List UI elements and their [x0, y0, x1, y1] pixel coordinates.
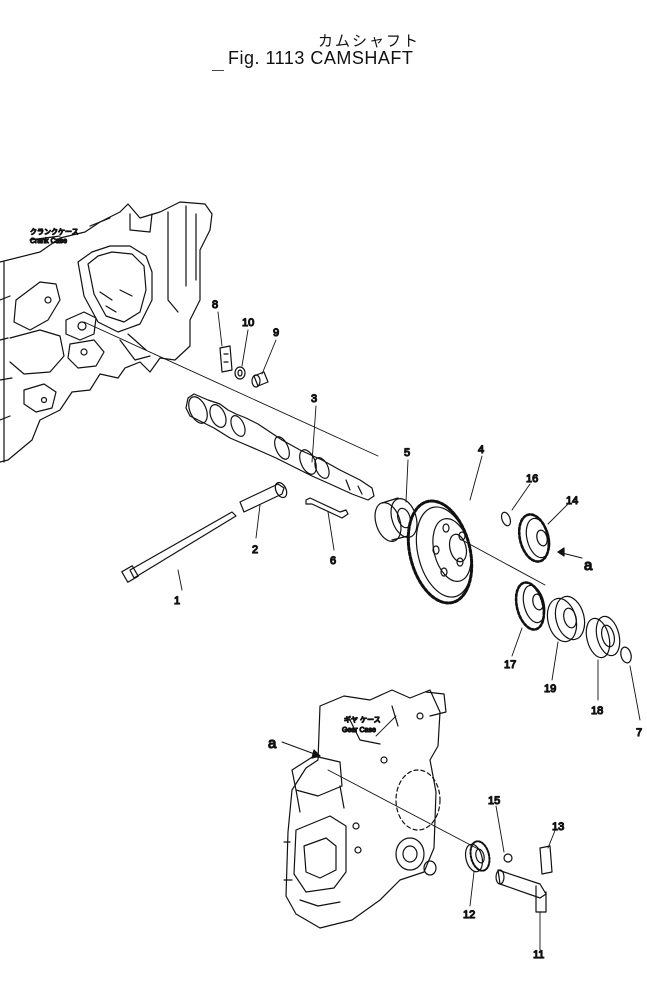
- leader-19: [551, 641, 559, 681]
- reference-arrowhead-lower: [311, 749, 321, 759]
- part-number-5: 5: [404, 447, 410, 459]
- leader-17: [511, 627, 523, 657]
- part-number-9: 9: [273, 327, 279, 339]
- gear-case-callout-leader: [375, 715, 397, 737]
- leader-3: [311, 405, 317, 463]
- reference-label-a-lower: a: [268, 735, 277, 752]
- gear-part-17: [514, 581, 546, 631]
- part-number-10: 10: [242, 317, 254, 329]
- part-number-17: 17: [504, 659, 516, 671]
- gear-case-drawing: [283, 689, 447, 929]
- collar-part-19: [546, 595, 586, 643]
- part-number-16: 16: [526, 473, 538, 485]
- gear-axis-line: [461, 539, 546, 586]
- plate-part-8: [219, 345, 233, 373]
- reference-arrowhead-upper: [557, 547, 565, 557]
- part-number-1: 1: [174, 595, 180, 607]
- leader-8: [217, 311, 223, 347]
- part-number-15: 15: [488, 795, 500, 807]
- leader-4: [469, 455, 483, 501]
- bearing-part-18: [585, 615, 621, 659]
- part-number-4: 4: [478, 444, 484, 456]
- cam-gear-part-4: [406, 499, 474, 605]
- gear-case-label-jp: ギヤ ケース: [344, 716, 381, 724]
- leader-2: [255, 504, 261, 539]
- leader-14: [547, 503, 569, 525]
- bearing-part-5: [374, 497, 418, 542]
- washer-part-10: [234, 366, 246, 380]
- part-number-11: 11: [533, 949, 544, 961]
- assembly-axis-line: [83, 321, 379, 457]
- bolt-part-9: [251, 371, 269, 388]
- part-number-6: 6: [330, 555, 336, 567]
- leader-10: [241, 329, 249, 367]
- part-number-18: 18: [591, 705, 603, 717]
- key-part-6: [305, 497, 349, 519]
- title-underline-mark: [212, 70, 224, 71]
- gear-case-label: Gear Case: [342, 727, 376, 734]
- leader-7: [629, 665, 641, 721]
- snap-ring-part-16: [500, 511, 512, 527]
- leader-lines: [177, 311, 641, 951]
- crank-case-label-jp: クランクケース: [30, 228, 79, 236]
- leader-13: [547, 827, 557, 849]
- camshaft-part-3: [185, 393, 375, 501]
- part-number-12: 12: [463, 909, 475, 921]
- ball-part-15: [503, 853, 513, 863]
- leader-6: [327, 511, 335, 551]
- reference-label-a-upper: a: [584, 557, 593, 574]
- shaft-part-11: [495, 869, 547, 913]
- rod-part-1: [121, 511, 237, 583]
- part-number-7: 7: [636, 727, 642, 739]
- leader-12: [469, 871, 475, 907]
- pin-part-2: [239, 481, 288, 513]
- leader-16: [511, 483, 531, 511]
- figure-title-japanese: カムシャフト: [318, 33, 421, 50]
- leader-5: [405, 459, 409, 503]
- pin-part-13: [539, 845, 553, 875]
- crank-case-label: Crank Case: [30, 238, 67, 245]
- part-number-14: 14: [566, 495, 578, 507]
- crank-case-drawing: [0, 201, 213, 463]
- gear-case-axis-line: [327, 769, 481, 851]
- leader-1: [177, 569, 183, 591]
- leader-15: [495, 805, 505, 853]
- ring-part-7: [620, 646, 632, 664]
- leader-9: [261, 339, 277, 375]
- part-number-19: 19: [544, 683, 556, 695]
- part-number-3: 3: [311, 393, 317, 405]
- idler-gear-part-14: [517, 513, 551, 563]
- part-number-13: 13: [552, 821, 564, 833]
- part-number-2: 2: [252, 544, 258, 556]
- seal-part-12: [464, 840, 491, 873]
- figure-title: Fig. 1113 CAMSHAFT: [228, 48, 414, 68]
- part-number-8: 8: [212, 299, 218, 311]
